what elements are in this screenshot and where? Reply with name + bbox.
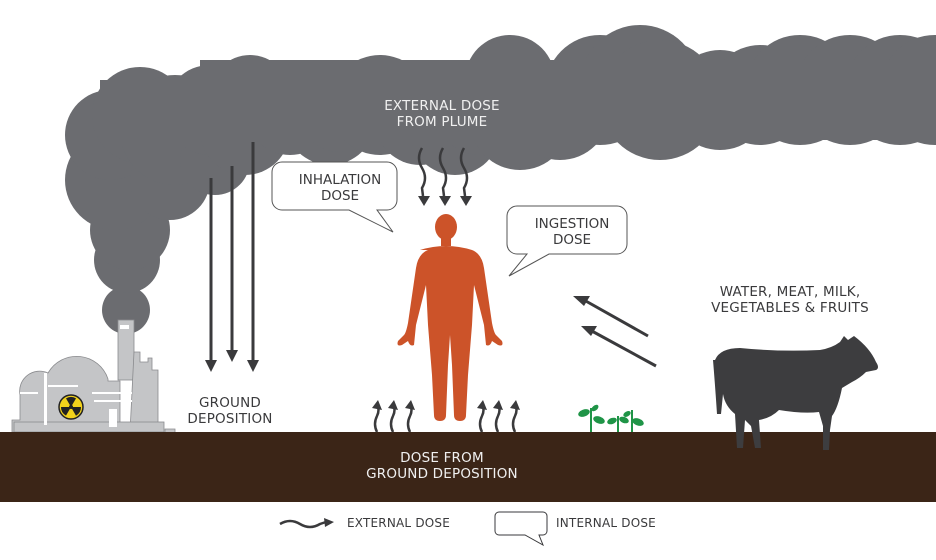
label-line: WATER, MEAT, MILK, (719, 284, 861, 300)
label-line: EXTERNAL DOSE (384, 98, 500, 114)
dose-from-ground-deposition-label: DOSE FROM GROUND DEPOSITION (352, 450, 532, 482)
label-line: GROUND DEPOSITION (366, 466, 518, 482)
ground-arrow-heads (372, 400, 520, 410)
plant-details (20, 373, 132, 427)
label-line: FROM PLUME (396, 114, 488, 130)
inhalation-speech-bubble (271, 161, 398, 233)
label-line: INGESTION (534, 216, 610, 232)
radioactive-plume-cloud (65, 25, 936, 334)
plume-external-dose-arrows (417, 147, 469, 197)
nuclear-power-plant (11, 319, 176, 438)
vegetable-plants-icon (578, 404, 644, 432)
label-line: DOSE (552, 232, 592, 248)
human-figure (397, 214, 503, 421)
label-line: DOSE FROM (400, 450, 484, 466)
cow-silhouette (713, 336, 878, 450)
ground-deposition-arrows (205, 142, 259, 372)
legend-external-dose: EXTERNAL DOSE (347, 516, 451, 530)
label-line: DOSE (320, 188, 360, 204)
label-line: DEPOSITION (187, 411, 273, 427)
legend-internal-dose: INTERNAL DOSE (556, 516, 656, 530)
ingestion-speech-bubble (506, 205, 628, 277)
legend: EXTERNAL DOSE INTERNAL DOSE (0, 505, 936, 560)
ground-soil (0, 432, 936, 502)
food-sources-label: WATER, MEAT, MILK, VEGETABLES & FRUITS (690, 284, 890, 316)
ingestion-pathway-arrows (573, 296, 657, 368)
speech-bubble-legend-icon (494, 511, 548, 547)
inhalation-dose-label: INHALATION DOSE (275, 172, 405, 204)
wavy-arrow-legend-icon (279, 518, 334, 529)
label-line: INHALATION (298, 172, 382, 188)
external-dose-from-plume-label: EXTERNAL DOSE FROM PLUME (372, 98, 512, 130)
ingestion-dose-label: INGESTION DOSE (507, 216, 637, 248)
label-line: GROUND (198, 395, 262, 411)
ground-deposition-label: GROUND DEPOSITION (175, 395, 285, 427)
radiation-symbol-icon (58, 394, 84, 420)
label-line: VEGETABLES & FRUITS (711, 300, 869, 316)
plume-arrow-heads (418, 196, 472, 206)
